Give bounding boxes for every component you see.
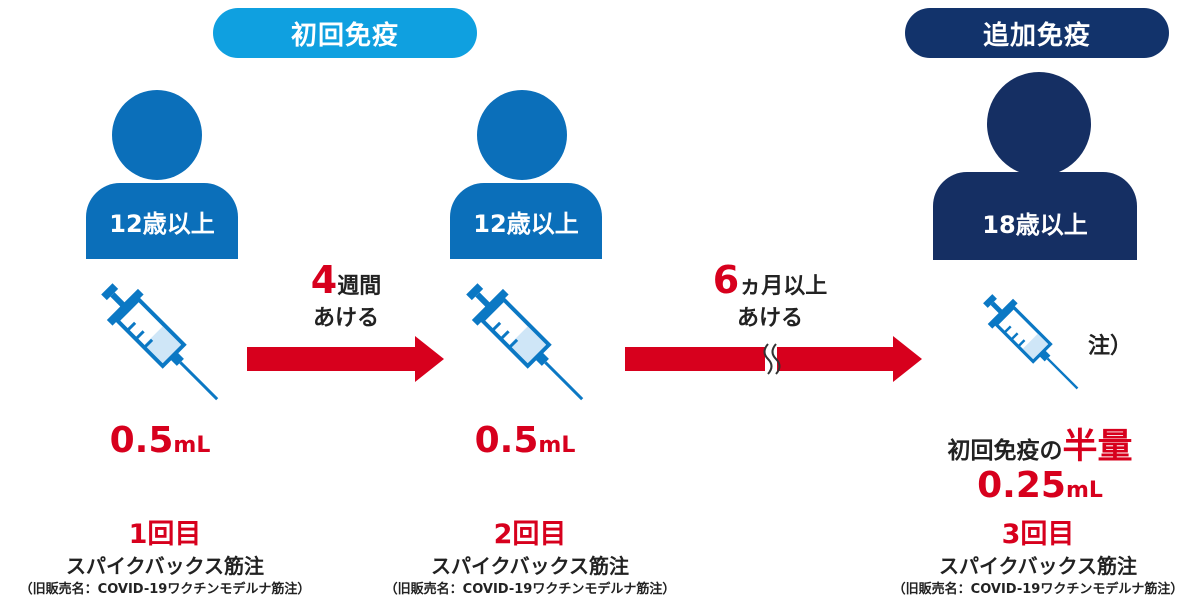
interval-1-suffix: あける [312,306,379,331]
shot-2-former-name: （旧販売名：COVID-19ワクチンモデルナ筋注） [384,582,676,597]
primary-immunization-label: 初回免疫 [213,8,477,58]
dose-3-unit: mL [1065,478,1103,503]
person-2-body: 12歳以上 [450,183,602,259]
syringe-icon [983,294,1079,390]
dose-3-highlight: 半量 [1062,427,1133,467]
dose-2: 0.5mL [445,420,605,461]
dose-2-value: 0.5 [474,420,539,461]
shot-3-caption: 3回目 スパイクバックス筋注 （旧販売名：COVID-19ワクチンモデルナ筋注） [878,518,1198,600]
person-1-age: 12歳以上 [109,210,215,238]
interval-2-suffix: あける [736,306,803,331]
shot-3-count: 3回目 [1001,519,1075,550]
person-3-age: 18歳以上 [982,211,1088,239]
shot-2-count: 2回目 [493,519,567,550]
shot-2-caption: 2回目 スパイクバックス筋注 （旧販売名：COVID-19ワクチンモデルナ筋注） [370,518,690,600]
shot-3-former-name: （旧販売名：COVID-19ワクチンモデルナ筋注） [892,582,1184,597]
dose-2-unit: mL [538,433,576,458]
person-3-head [987,72,1091,176]
shot-2-product: スパイクバックス筋注 [431,554,629,578]
shot-1-caption: 1回目 スパイクバックス筋注 （旧販売名：COVID-19ワクチンモデルナ筋注） [0,518,330,600]
dose-3-prefix: 初回免疫の [947,438,1063,464]
interval-2-number: 6 [712,258,740,302]
dose-3-value: 0.25 [977,465,1066,506]
person-2-head [477,90,567,180]
dose-3: 初回免疫の半量 0.25mL [920,418,1160,506]
person-2-age: 12歳以上 [473,210,579,238]
booster-immunization-label: 追加免疫 [905,8,1169,58]
note-mark: 注） [1088,334,1133,359]
person-1-body: 12歳以上 [86,183,238,259]
shot-1-count: 1回目 [128,519,202,550]
shot-1-former-name: （旧販売名：COVID-19ワクチンモデルナ筋注） [19,582,311,597]
dose-1-value: 0.5 [109,420,174,461]
interval-1-label: 4週間 あける [286,258,406,332]
syringe-icon [466,283,584,401]
interval-1-arrow [247,336,444,382]
interval-1-unit: 週間 [337,274,382,299]
person-1-head [112,90,202,180]
interval-2-unit: ヵ月以上 [739,274,828,299]
shot-3-product: スパイクバックス筋注 [939,554,1137,578]
person-3-body: 18歳以上 [933,172,1137,260]
interval-2-label: 6ヵ月以上 あける [680,258,860,332]
interval-2-arrow [625,336,922,382]
shot-1-product: スパイクバックス筋注 [66,554,264,578]
dose-1: 0.5mL [80,420,240,461]
syringe-icon [101,283,219,401]
dose-1-unit: mL [173,433,211,458]
interval-1-number: 4 [310,258,338,302]
